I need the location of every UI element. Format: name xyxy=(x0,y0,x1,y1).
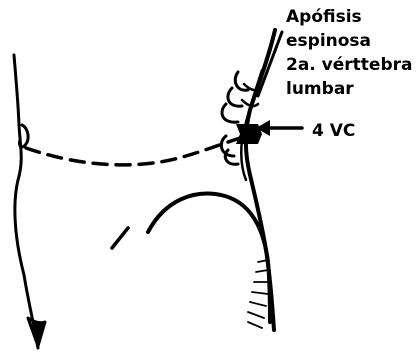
label-line-1: Apófisis xyxy=(286,7,362,27)
label-line-3: 2a. vérttebra xyxy=(286,55,412,75)
label-line-2: espinosa xyxy=(286,31,371,51)
crease-dash xyxy=(112,228,128,248)
label-4vc: 4 VC xyxy=(312,121,355,141)
body-front-outline xyxy=(14,55,38,348)
label-line-4: lumbar xyxy=(286,79,354,99)
hatching-marks xyxy=(248,260,268,328)
intercristal-dashed-line xyxy=(26,138,240,165)
label-spinous-process: Apófisis espinosa 2a. vérttebra lumbar xyxy=(286,7,418,99)
